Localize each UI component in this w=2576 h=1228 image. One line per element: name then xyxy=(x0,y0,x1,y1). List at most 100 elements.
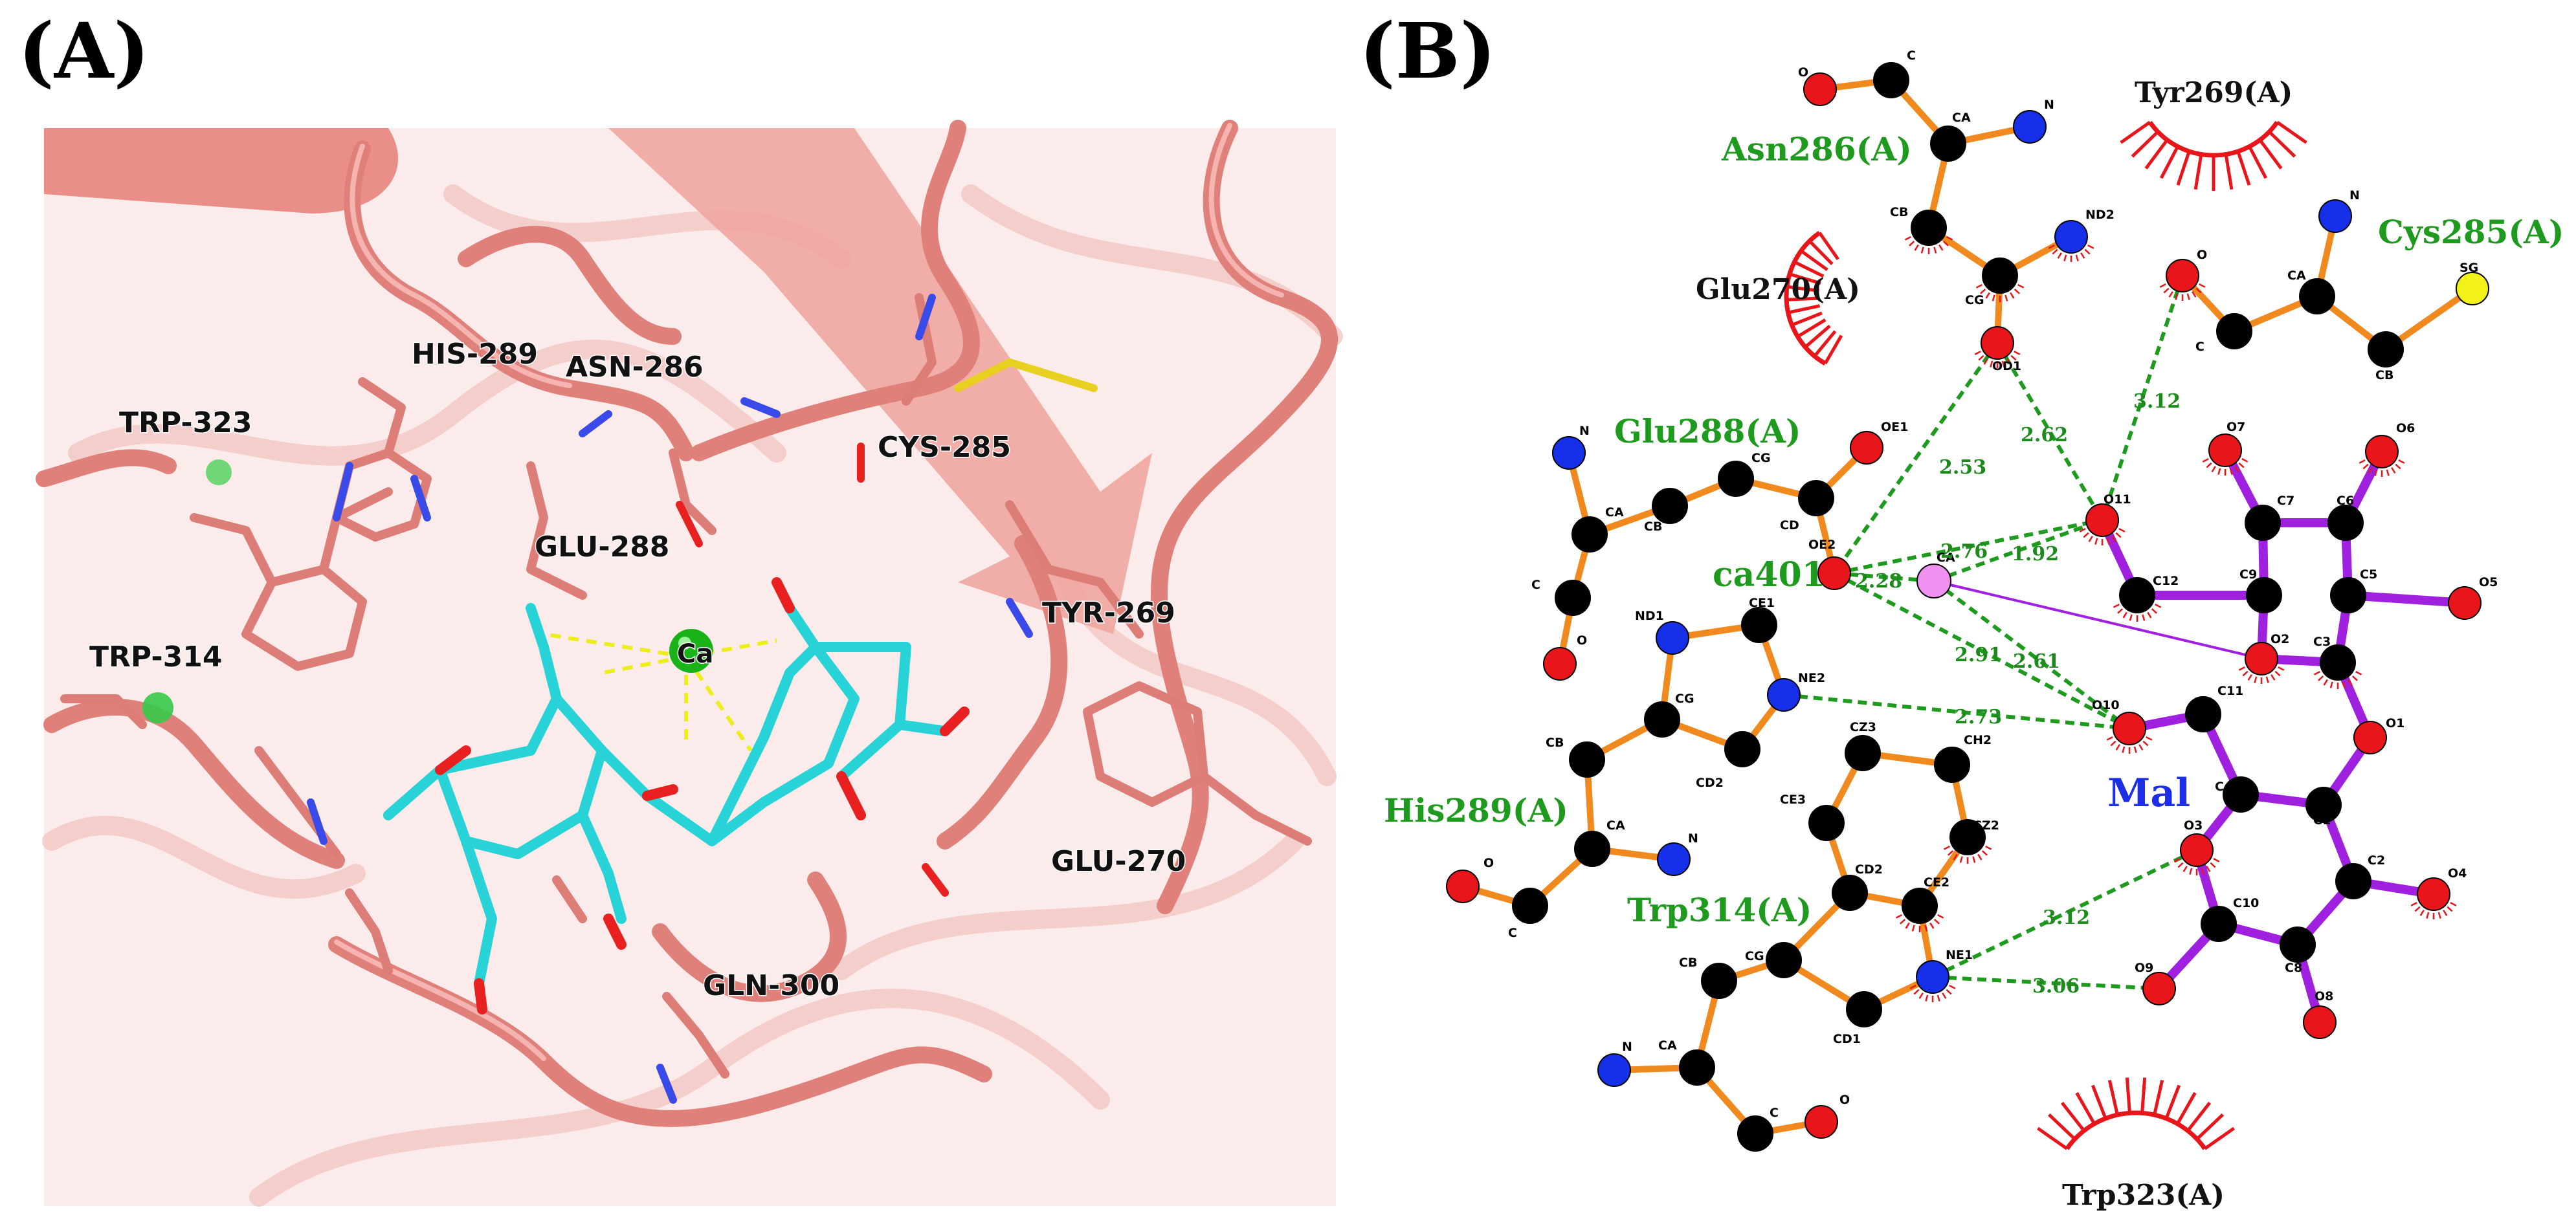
spike-tick xyxy=(2351,675,2358,681)
spike-tick xyxy=(2213,858,2220,862)
spike-tick xyxy=(2192,291,2197,298)
spike-tick xyxy=(1937,914,1944,919)
arc-tick xyxy=(2176,151,2191,186)
spike-tick xyxy=(2087,245,2094,249)
spike-tick xyxy=(1977,853,1982,861)
atom-mal_C12 xyxy=(2119,577,2155,613)
spike-tick xyxy=(2348,679,2353,686)
atom-ca_CA xyxy=(1916,564,1951,598)
spike-tick xyxy=(1946,236,1953,241)
spike-tick xyxy=(2010,355,2017,361)
atom-label-trp_CD1: CD1 xyxy=(1833,1032,1861,1046)
atom-label-glu_OE1: OE1 xyxy=(1881,420,1908,434)
spike-tick xyxy=(2168,291,2173,298)
atom-asn_ND2 xyxy=(2054,220,2088,254)
atom-mal_O8 xyxy=(2303,1005,2337,1039)
spike-tick xyxy=(2206,866,2211,872)
atom-mal_C8 xyxy=(2280,926,2316,963)
panel-b-ligplot-diagram: OCCANCBCGND2OD1OCCANCBSGNCACBCGCDOE1OE2C… xyxy=(1384,49,2564,1212)
atom-label-his_CE1: CE1 xyxy=(1749,596,1775,610)
spike-tick xyxy=(2017,283,2025,289)
arc-tick xyxy=(2193,154,2203,190)
spike-tick xyxy=(2318,675,2324,681)
atom-mal_O1 xyxy=(2353,721,2387,754)
atom-asn_C xyxy=(1873,62,1909,98)
spike-tick xyxy=(1953,853,1958,861)
spike-tick xyxy=(2362,463,2369,470)
atom-label-his_CG: CG xyxy=(1675,692,1694,706)
spike-tick xyxy=(2238,462,2245,468)
residue-label-glu-270: GLU-270 xyxy=(1051,845,1186,878)
atom-mal_C10 xyxy=(2201,906,2237,942)
atom-label-mal_O5: O5 xyxy=(2479,575,2498,589)
calcium-coordination xyxy=(543,632,777,752)
atom-label-mal_O2: O2 xyxy=(2271,632,2289,646)
spike-tick xyxy=(1946,989,1952,995)
atom-label-glu_C: C xyxy=(1531,578,1540,592)
arc-tick xyxy=(1808,239,1834,265)
atoms xyxy=(1446,62,2489,1152)
distance-label: 2.53 xyxy=(1939,456,1986,479)
spike-tick xyxy=(1909,985,1916,989)
atom-mal_O2 xyxy=(2245,642,2278,675)
atom-his_ND1 xyxy=(1656,621,1689,655)
atom-cys_O xyxy=(2166,259,2199,292)
spike-tick xyxy=(2398,459,2405,464)
arc-tick xyxy=(2075,1091,2096,1125)
spike-tick xyxy=(2142,614,2146,621)
spike-tick xyxy=(1918,992,1924,999)
atom-trp_CD1 xyxy=(1846,991,1882,1027)
spike-tick xyxy=(2083,532,2089,538)
spike-tick xyxy=(2186,293,2190,300)
spike-tick xyxy=(2129,614,2133,621)
atom-his_CD2 xyxy=(1724,731,1760,767)
spike-tick xyxy=(1909,241,1915,247)
calcium-ion-label: ca401 xyxy=(1713,555,1825,595)
spike-tick xyxy=(1937,994,1940,1002)
spikes-mal_O10 xyxy=(2106,736,2153,754)
atom-glu_N xyxy=(1552,436,1586,470)
atom-label-his_O: O xyxy=(1483,856,1494,870)
atom-label-mal_O7: O7 xyxy=(2226,420,2245,434)
arc-tick xyxy=(2048,1113,2076,1141)
atom-mal_O9 xyxy=(2142,972,2176,1005)
spike-tick xyxy=(1985,292,1990,299)
atom-label-his_CA: CA xyxy=(1606,818,1625,833)
spike-tick xyxy=(1974,351,1981,355)
distance-label: 2.28 xyxy=(1855,570,1902,593)
spike-tick xyxy=(1900,919,1906,925)
spike-tick xyxy=(2084,248,2091,255)
atom-trp_CE2 xyxy=(1902,888,1938,924)
spike-tick xyxy=(2313,670,2320,675)
atom-label-glu_CG: CG xyxy=(1751,451,1771,465)
spike-tick xyxy=(1942,992,1947,999)
atom-asn_CB xyxy=(1911,210,1947,246)
ligand-name-label: Mal xyxy=(2107,771,2190,816)
spike-tick xyxy=(2147,611,2152,619)
spike-tick xyxy=(2359,459,2366,464)
atom-label-his_CD2: CD2 xyxy=(1696,776,1724,790)
atom-his_C xyxy=(1512,888,1548,924)
spike-tick xyxy=(2110,740,2116,747)
arc-tick xyxy=(2131,130,2159,158)
atom-label-glu_OE2: OE2 xyxy=(1808,538,1836,552)
distance-label: 2.61 xyxy=(2013,650,2060,673)
atom-label-glu_CA: CA xyxy=(1605,505,1624,520)
spike-tick xyxy=(2115,744,2120,751)
atom-mal_O4 xyxy=(2417,877,2450,911)
spike-tick xyxy=(2437,912,2441,919)
atom-mal_C4 xyxy=(2223,776,2259,813)
spike-tick xyxy=(2265,676,2269,683)
spike-tick xyxy=(1949,985,1956,989)
spikes-mal_O2 xyxy=(2238,666,2285,684)
atom-label-mal_O11: O11 xyxy=(2104,492,2131,507)
atom-cys_CA xyxy=(2299,278,2335,314)
atom-mal_O3 xyxy=(2180,833,2214,867)
hydrophobic-label-tyr269-a: Tyr269(A) xyxy=(2135,76,2293,109)
atom-label-mal_C12: C12 xyxy=(2153,574,2179,588)
atom-label-asn_ND2: ND2 xyxy=(2085,208,2115,222)
spike-tick xyxy=(2329,681,2333,688)
spikes-trp_CE2 xyxy=(1895,914,1944,932)
atom-asn_N xyxy=(2013,110,2047,144)
spike-tick xyxy=(2106,538,2110,545)
